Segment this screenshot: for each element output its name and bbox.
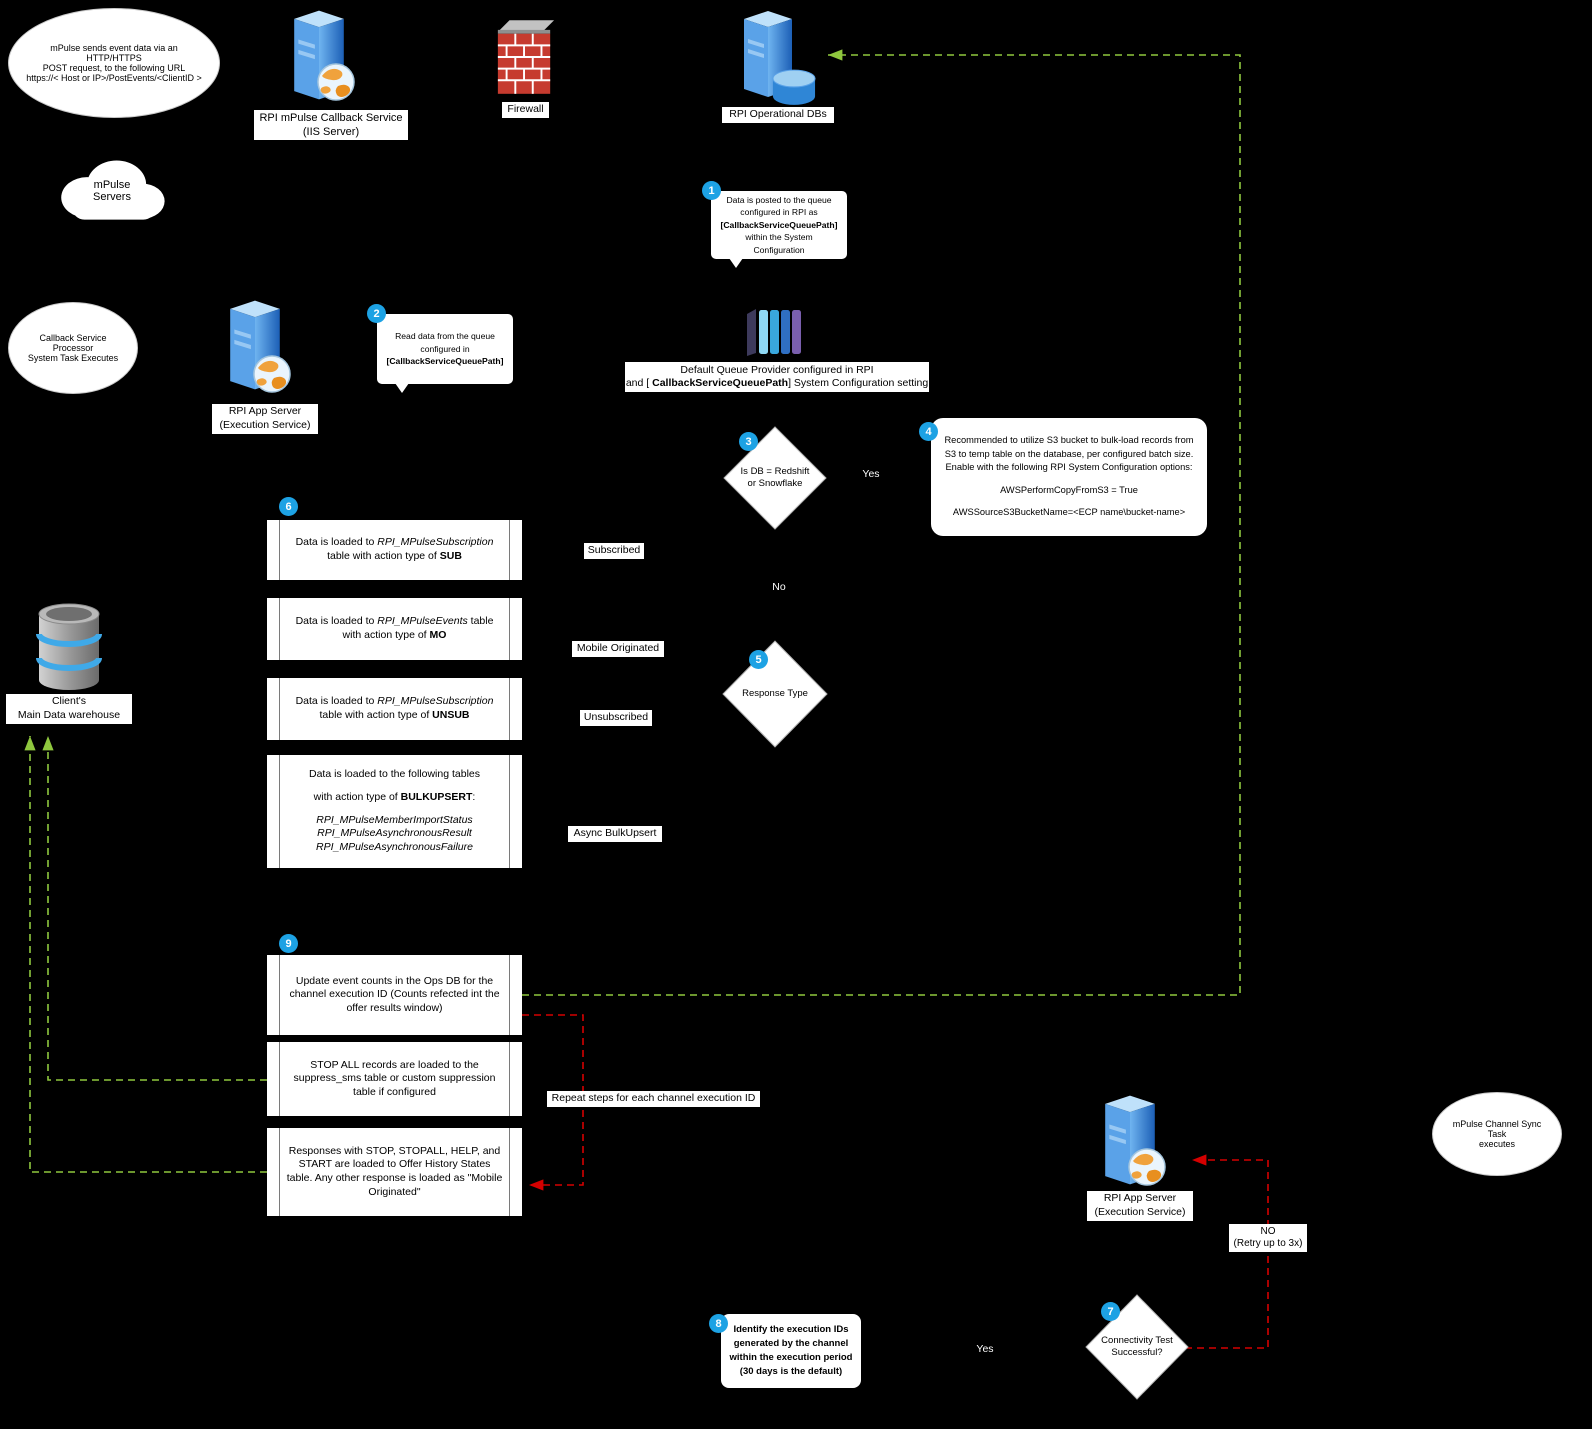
decision-connectivity-text: Connectivity Test Successful? xyxy=(1101,1334,1173,1358)
app-server2-label-line2: (Execution Service) xyxy=(1094,1206,1186,1218)
warehouse-label-line2: Main Data warehouse xyxy=(17,709,121,721)
app-server-label-line1: RPI App Server xyxy=(228,405,302,418)
step-badge-7: 7 xyxy=(1101,1302,1120,1321)
label-repeat-steps: Repeat steps for each channel execution … xyxy=(547,1091,760,1107)
app-server-label-line2: (Execution Service) xyxy=(219,419,311,431)
app-server-icon xyxy=(224,298,304,400)
note-channel-sync-task: mPulse Channel Sync Task executes xyxy=(1432,1092,1562,1176)
process-load-unsub: Data is loaded to RPI_MPulseSubscription… xyxy=(267,678,522,740)
iis-server-label-line1: RPI mPulse Callback Service xyxy=(259,111,403,124)
step-badge-5: 5 xyxy=(749,650,768,669)
firewall-icon xyxy=(494,12,556,102)
queue-provider-icon xyxy=(745,306,805,358)
warehouse-icon xyxy=(33,602,107,694)
process-load-sub: Data is loaded to RPI_MPulseSubscription… xyxy=(267,520,522,580)
callout-read-queue: Read data from the queue configured in [… xyxy=(377,314,513,393)
callout-queue-post: Data is posted to the queue configured i… xyxy=(711,191,847,268)
callout-s3-bulk-load: Recommended to utilize S3 bucket to bulk… xyxy=(931,418,1207,536)
callout1-tail xyxy=(729,258,743,268)
decision-response-type-text: Response Type xyxy=(742,687,808,699)
step-badge-9: 9 xyxy=(279,934,298,953)
note-callback-task: Callback Service Processor System Task E… xyxy=(8,302,138,394)
arrow-stopall-to-warehouse xyxy=(42,736,267,1081)
arrow-retry-to-appserver xyxy=(1185,1154,1269,1349)
mpulse-servers-label: mPulse Servers xyxy=(93,179,131,203)
bulkupsert-line2: with action type of BULKUPSERT: xyxy=(313,791,476,804)
app-server2-label-line1: RPI App Server xyxy=(1103,1192,1177,1205)
callout1-config-key: [CallbackServiceQueuePath] xyxy=(720,219,838,230)
iis-server-label: RPI mPulse Callback Service (IIS Server) xyxy=(254,110,408,140)
iis-server-icon xyxy=(288,8,366,108)
app-server2-icon xyxy=(1099,1093,1179,1193)
callout2-config-key: [CallbackServiceQueuePath] xyxy=(386,356,504,367)
app-server2-label: RPI App Server (Execution Service) xyxy=(1087,1191,1193,1221)
callout4-para3: AWSSourceS3BucketName=<ECP name\bucket-n… xyxy=(952,507,1186,518)
ops-db-icon xyxy=(738,8,822,108)
callout2-tail xyxy=(395,383,409,393)
queue-label-line1: Default Queue Provider configured in RPI xyxy=(680,363,874,376)
app-server-label: RPI App Server (Execution Service) xyxy=(212,404,318,434)
bulkupsert-tables: RPI_MPulseMemberImportStatus RPI_MPulseA… xyxy=(316,813,473,853)
step-badge-4: 4 xyxy=(919,422,938,441)
note-post-request: mPulse sends event data via an HTTP/HTTP… xyxy=(8,8,220,118)
step-badge-2: 2 xyxy=(367,304,386,323)
callout8-text: Identify the execution IDs generated by … xyxy=(729,1324,853,1377)
callout1-text-post: within the System Configuration xyxy=(745,232,813,255)
label-mobile-originated: Mobile Originated xyxy=(572,641,664,657)
label-no-retry: NO (Retry up to 3x) xyxy=(1229,1224,1307,1252)
step-badge-1: 1 xyxy=(702,181,721,200)
mpulse-servers-cloud: mPulse Servers xyxy=(52,150,172,232)
step-badge-6: 6 xyxy=(279,497,298,516)
firewall-label: Firewall xyxy=(502,102,549,118)
step-badge-8: 8 xyxy=(709,1314,728,1333)
arrow-responses-to-warehouse xyxy=(24,736,267,1173)
queue-provider-label: Default Queue Provider configured in RPI… xyxy=(625,362,929,392)
step-badge-3: 3 xyxy=(739,432,758,451)
bulkupsert-line1: Data is loaded to the following tables xyxy=(308,768,481,781)
label-unsubscribed: Unsubscribed xyxy=(580,710,652,726)
callout2-text: Read data from the queue configured in xyxy=(395,331,495,354)
process-offer-history: Responses with STOP, STOPALL, HELP, and … xyxy=(267,1128,522,1216)
process-load-bulkupsert: Data is loaded to the following tables w… xyxy=(267,755,522,868)
decision-connectivity-yes-label: Yes xyxy=(976,1343,994,1355)
callout4-para1: Recommended to utilize S3 bucket to bulk… xyxy=(944,435,1194,473)
warehouse-label-line1: Client's xyxy=(51,695,87,708)
callout1-text: Data is posted to the queue configured i… xyxy=(726,194,832,218)
decision-response-type: Response Type xyxy=(722,640,828,748)
callout4-para2: AWSPerformCopyFromS3 = True xyxy=(1000,484,1138,495)
decision-db-yes-label: Yes xyxy=(862,468,880,480)
queue-label-line2: and [ CallbackServiceQueuePath] System C… xyxy=(625,377,929,389)
process-load-mo: Data is loaded to RPI_MPulseEvents table… xyxy=(267,598,522,660)
decision-db-no-label: No xyxy=(772,581,786,593)
label-subscribed: Subscribed xyxy=(584,543,644,559)
process-update-counts: Update event counts in the Ops DB for th… xyxy=(267,955,522,1035)
callout-identify-executions: Identify the execution IDs generated by … xyxy=(721,1314,861,1388)
ops-db-label: RPI Operational DBs xyxy=(722,107,834,123)
process-stopall-suppress: STOP ALL records are loaded to the suppr… xyxy=(267,1042,522,1116)
label-async-bulkupsert: Async BulkUpsert xyxy=(568,826,662,842)
decision-connectivity: Connectivity Test Successful? xyxy=(1085,1294,1189,1400)
warehouse-label: Client's Main Data warehouse xyxy=(6,694,132,724)
iis-server-label-line2: (IIS Server) xyxy=(302,126,360,138)
